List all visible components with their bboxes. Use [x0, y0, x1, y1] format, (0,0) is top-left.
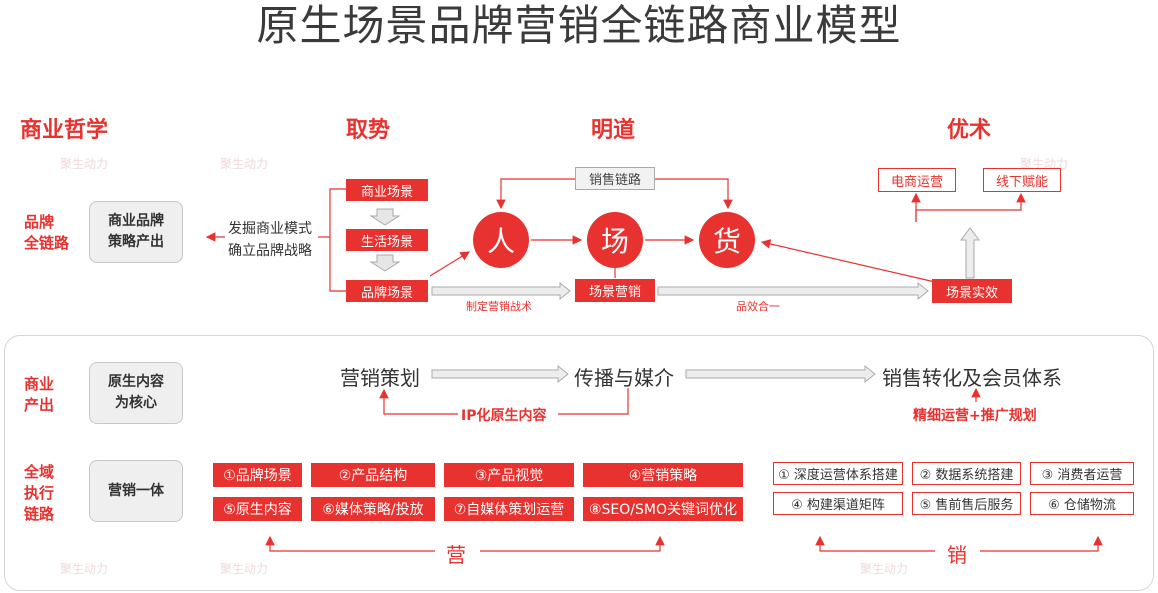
scene-effect-box: 场景实效 — [932, 279, 1012, 303]
ecommerce-box: 电商运营 — [878, 168, 956, 192]
content-core-box: 原生内容 为核心 — [89, 362, 183, 424]
watermark: 聚生动力 — [60, 562, 109, 576]
row-label-brand: 品牌 全链路 — [24, 213, 70, 252]
scene-life: 生活场景 — [346, 229, 428, 251]
sales-chain-left — [496, 178, 575, 210]
bracket-offline — [915, 192, 1026, 222]
circle-person: 人 — [473, 212, 529, 268]
execution-panel — [4, 335, 1154, 591]
ip-content-label: IP化原生内容 — [461, 408, 547, 424]
circle-goods: 货 — [699, 212, 755, 268]
watermark: 聚生动力 — [220, 157, 269, 171]
header-path: 明道 — [591, 118, 636, 143]
circle-field: 场 — [587, 212, 643, 268]
strategy-box: 商业品牌 策略产出 — [89, 201, 183, 263]
scene-marketing-box: 场景营销 — [575, 279, 655, 302]
sales-chain-right — [655, 178, 733, 210]
strategy-label: 制定营销战术 — [466, 300, 532, 313]
strategy-note: 发掘商业模式 确立品牌战略 — [228, 221, 312, 259]
watermark: 聚生动力 — [860, 562, 909, 576]
row-label-output: 商业 产出 — [24, 375, 55, 414]
long-arrow-icon — [431, 281, 571, 301]
sales-item: ⑤ 售前售后服务 — [912, 492, 1021, 515]
sales-item: ④ 构建渠道矩阵 — [773, 492, 903, 515]
offline-box: 线下赋能 — [983, 168, 1061, 192]
marketing-item: ⑧SEO/SMO关键词优化 — [583, 497, 743, 521]
flow-arrow-icon — [685, 364, 876, 384]
arrow-effect-goods — [760, 239, 936, 283]
marketing-item: ②产品结构 — [311, 463, 435, 487]
marketing-item: ⑤原生内容 — [213, 497, 302, 521]
page-title: 原生场景品牌营销全链路商业模型 — [256, 1, 902, 50]
down-arrow-icon — [369, 254, 401, 272]
row-label-execution: 全域 执行 链路 — [24, 463, 55, 523]
down-arrow-icon — [369, 208, 401, 226]
integration-box: 营销一体 — [89, 460, 183, 522]
sales-item: ① 深度运营体系搭建 — [773, 462, 903, 485]
marketing-item: ⑦自媒体策划运营 — [444, 497, 574, 521]
scene-brand: 品牌场景 — [346, 280, 428, 302]
marketing-item: ①品牌场景 — [213, 463, 302, 487]
sales-item: ② 数据系统搭建 — [912, 462, 1021, 485]
ip-bracket-left — [379, 388, 458, 415]
watermark: 聚生动力 — [1020, 157, 1069, 171]
unity-label: 品效合一 — [736, 300, 780, 313]
scene-business: 商业场景 — [346, 179, 428, 201]
marketing-char: 营 — [446, 543, 466, 567]
marketing-item: ⑥媒体策略/投放 — [311, 497, 435, 521]
sales-chain-box: 销售链路 — [575, 167, 655, 190]
header-technique: 优术 — [947, 118, 992, 143]
sales-bracket-right — [980, 535, 1103, 552]
flow-media: 传播与媒介 — [574, 366, 674, 390]
scene-bracket — [329, 188, 346, 292]
up-arrow-icon — [960, 227, 980, 279]
header-momentum: 取势 — [346, 118, 391, 143]
ip-bracket-right — [558, 388, 629, 415]
sales-char: 销 — [947, 543, 967, 567]
sales-bracket-left — [815, 535, 935, 552]
marketing-bracket-left — [265, 535, 435, 552]
flow-conversion: 销售转化及会员体系 — [882, 366, 1062, 390]
sales-item: ⑥ 仓储物流 — [1030, 492, 1134, 515]
flow-arrow-icon — [431, 364, 569, 384]
arrow-to-person — [429, 251, 471, 277]
watermark: 聚生动力 — [220, 562, 269, 576]
header-philosophy: 商业哲学 — [20, 118, 109, 143]
long-arrow-icon — [657, 281, 929, 301]
marketing-bracket-right — [480, 535, 665, 552]
marketing-item: ③产品视觉 — [444, 463, 574, 487]
marketing-item: ④营销策略 — [583, 463, 743, 487]
sales-item: ③ 消费者运营 — [1030, 462, 1134, 485]
flow-planning: 营销策划 — [340, 366, 420, 390]
watermark: 聚生动力 — [60, 157, 109, 171]
refine-label: 精细运营+推广规划 — [913, 408, 1037, 424]
